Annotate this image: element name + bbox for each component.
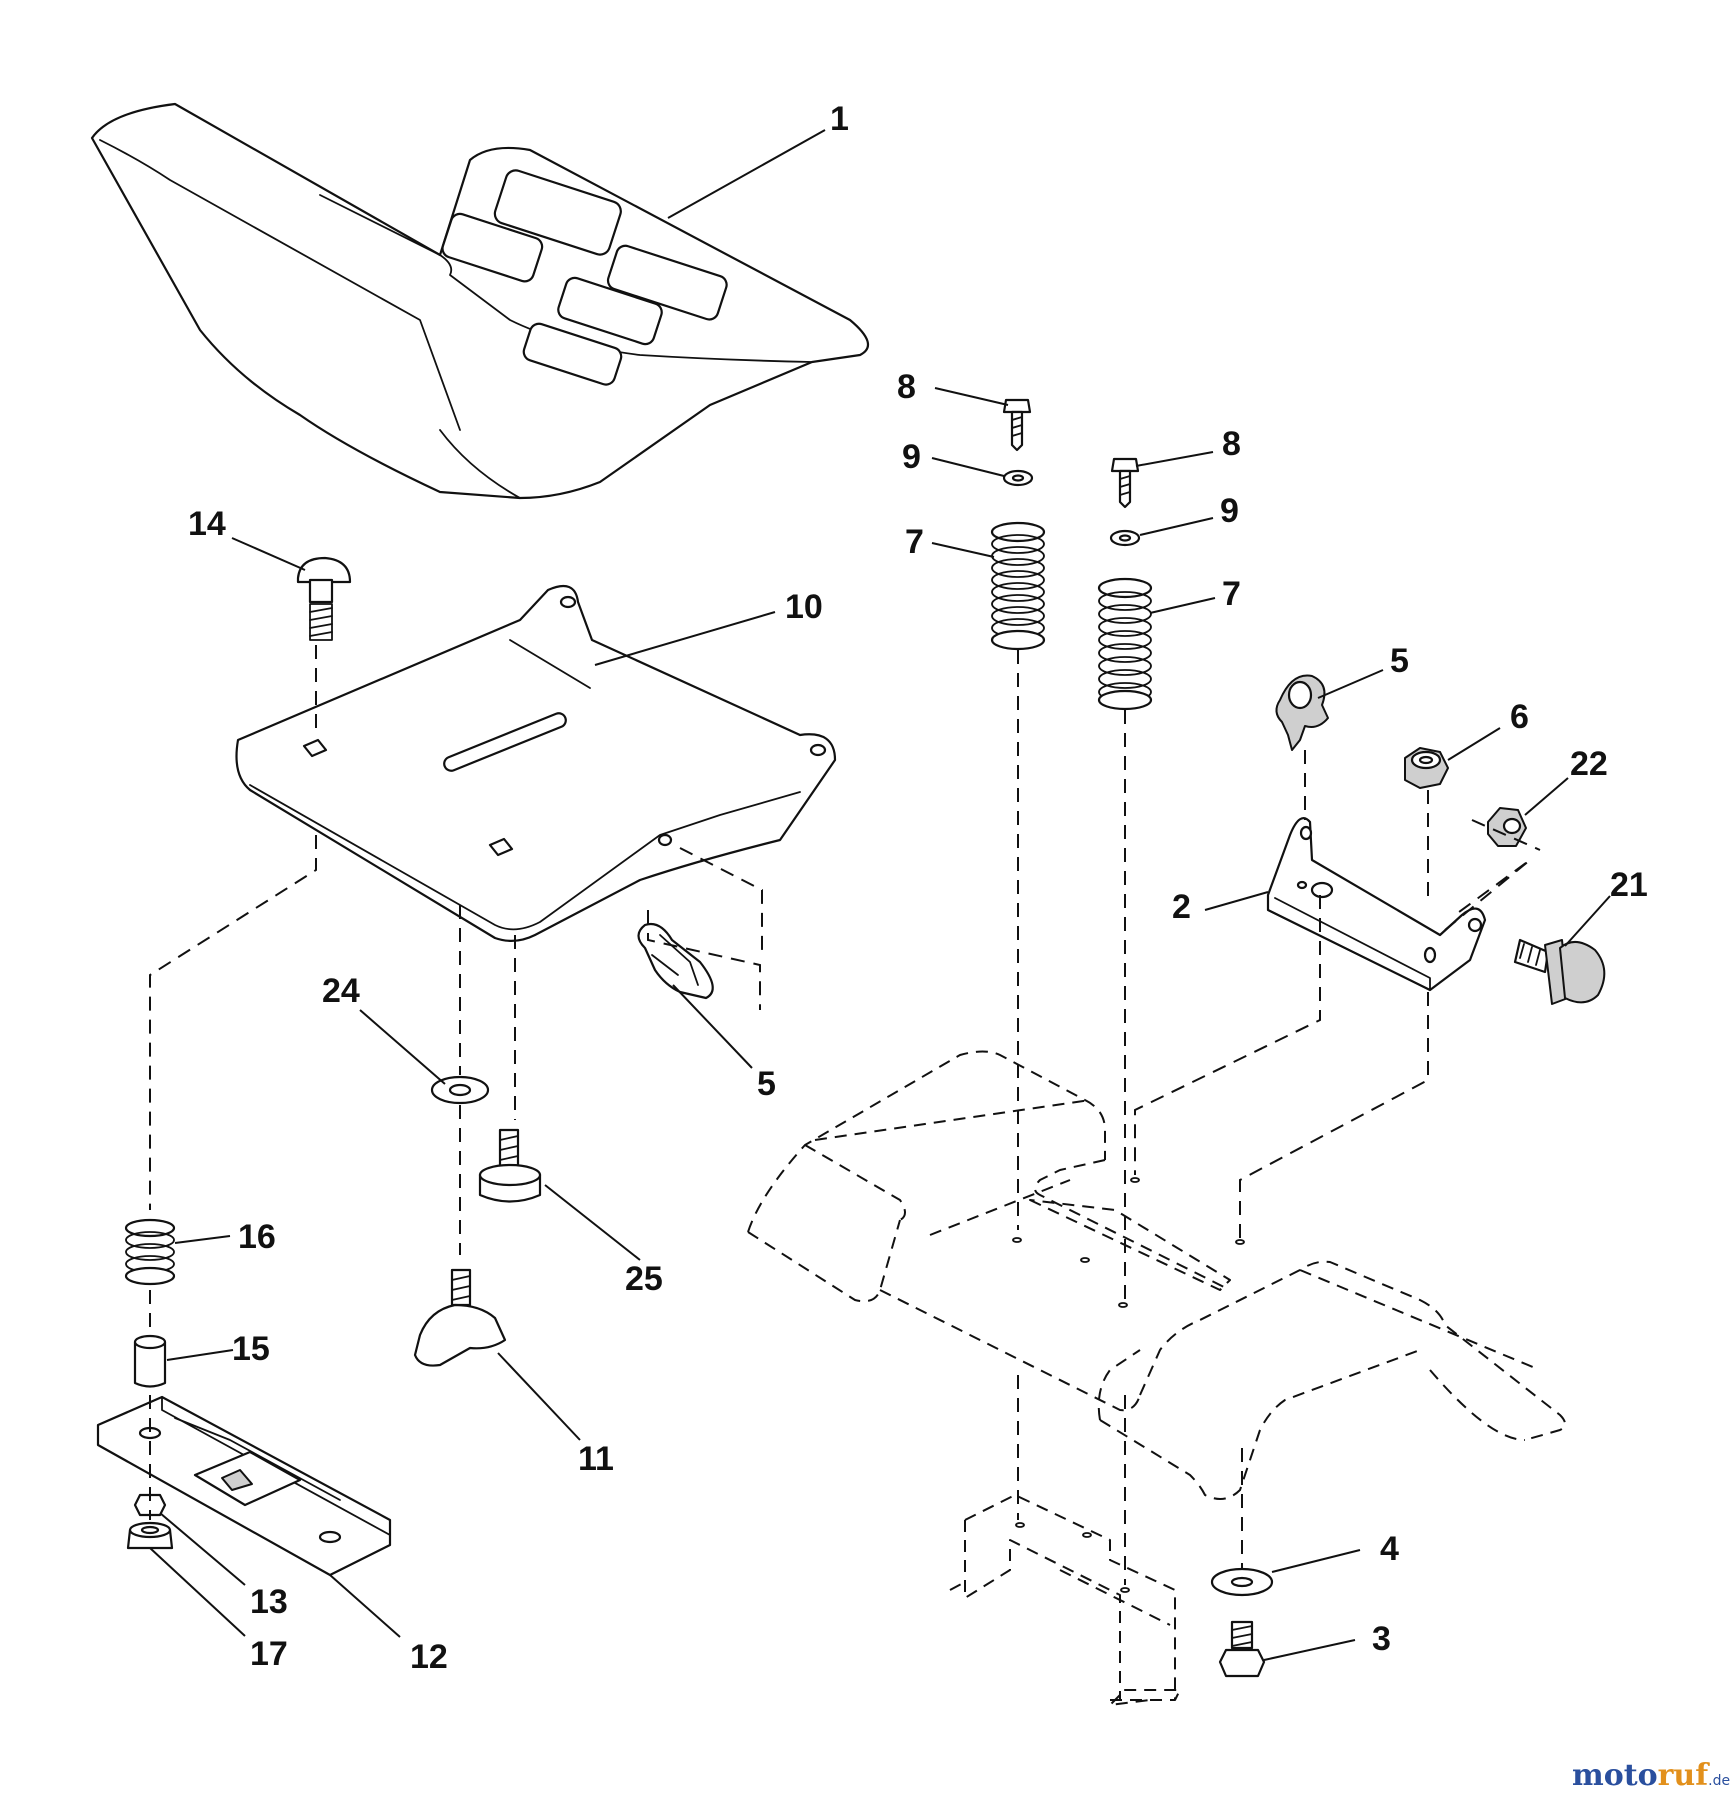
watermark-logo: motoruf.de — [1572, 1758, 1730, 1793]
seat-pan — [235, 584, 837, 942]
callout-8b: 8 — [1222, 425, 1241, 463]
watermark-text: motoruf.de — [1572, 1758, 1730, 1793]
bolt-8-right — [1110, 457, 1140, 509]
callout-11: 11 — [578, 1440, 614, 1478]
shoulder-bolt — [1513, 938, 1606, 1005]
flange-bolt — [478, 1128, 542, 1203]
callout-numbers: 1 14 10 8 9 7 8 9 7 5 6 22 21 2 5 24 25 … — [188, 100, 1648, 1676]
clip-right — [1275, 674, 1329, 751]
callout-9b: 9 — [1220, 492, 1239, 530]
callout-21: 21 — [1610, 866, 1648, 904]
spacer — [133, 1334, 167, 1388]
slide-plate — [96, 1395, 392, 1577]
callout-2: 2 — [1172, 888, 1191, 926]
callout-16: 16 — [238, 1218, 276, 1256]
callout-24: 24 — [322, 972, 360, 1010]
callout-7b: 7 — [1222, 575, 1241, 613]
callout-14: 14 — [188, 505, 226, 543]
callout-13: 13 — [250, 1583, 288, 1621]
washer-9-left — [1002, 469, 1034, 487]
callout-25: 25 — [625, 1260, 663, 1298]
callout-15: 15 — [232, 1330, 270, 1368]
callout-9a: 9 — [902, 438, 921, 476]
bolt-8-left — [1002, 398, 1032, 452]
callout-3: 3 — [1372, 1620, 1391, 1658]
callout-1: 1 — [830, 100, 849, 138]
seat — [90, 102, 870, 500]
callout-12: 12 — [410, 1638, 448, 1676]
callout-6: 6 — [1510, 698, 1529, 736]
carriage-bolt — [296, 556, 352, 641]
chassis-frame — [747, 1050, 1566, 1706]
spring-7-right — [1097, 577, 1153, 711]
washer-4 — [1210, 1567, 1274, 1597]
callout-7a: 7 — [905, 523, 924, 561]
washer-24 — [430, 1075, 490, 1105]
nut-6 — [1404, 747, 1449, 789]
callout-8a: 8 — [897, 368, 916, 406]
bolt-3 — [1218, 1620, 1266, 1678]
pivot-bracket — [1266, 817, 1487, 992]
assembly-lines — [149, 645, 1541, 1585]
callout-5b: 5 — [1390, 642, 1409, 680]
spring-7-left — [990, 521, 1046, 651]
nut-17 — [126, 1521, 174, 1550]
callout-22: 22 — [1570, 745, 1608, 783]
nut-13 — [133, 1493, 167, 1517]
callout-5a: 5 — [757, 1065, 776, 1103]
nut-22 — [1487, 807, 1527, 847]
spring-small — [124, 1218, 176, 1286]
callout-17: 17 — [250, 1635, 288, 1673]
callout-4: 4 — [1380, 1530, 1399, 1568]
leader-lines — [149, 129, 1611, 1661]
knob — [413, 1268, 507, 1367]
washer-9-right — [1109, 529, 1141, 547]
callout-10: 10 — [785, 588, 823, 626]
